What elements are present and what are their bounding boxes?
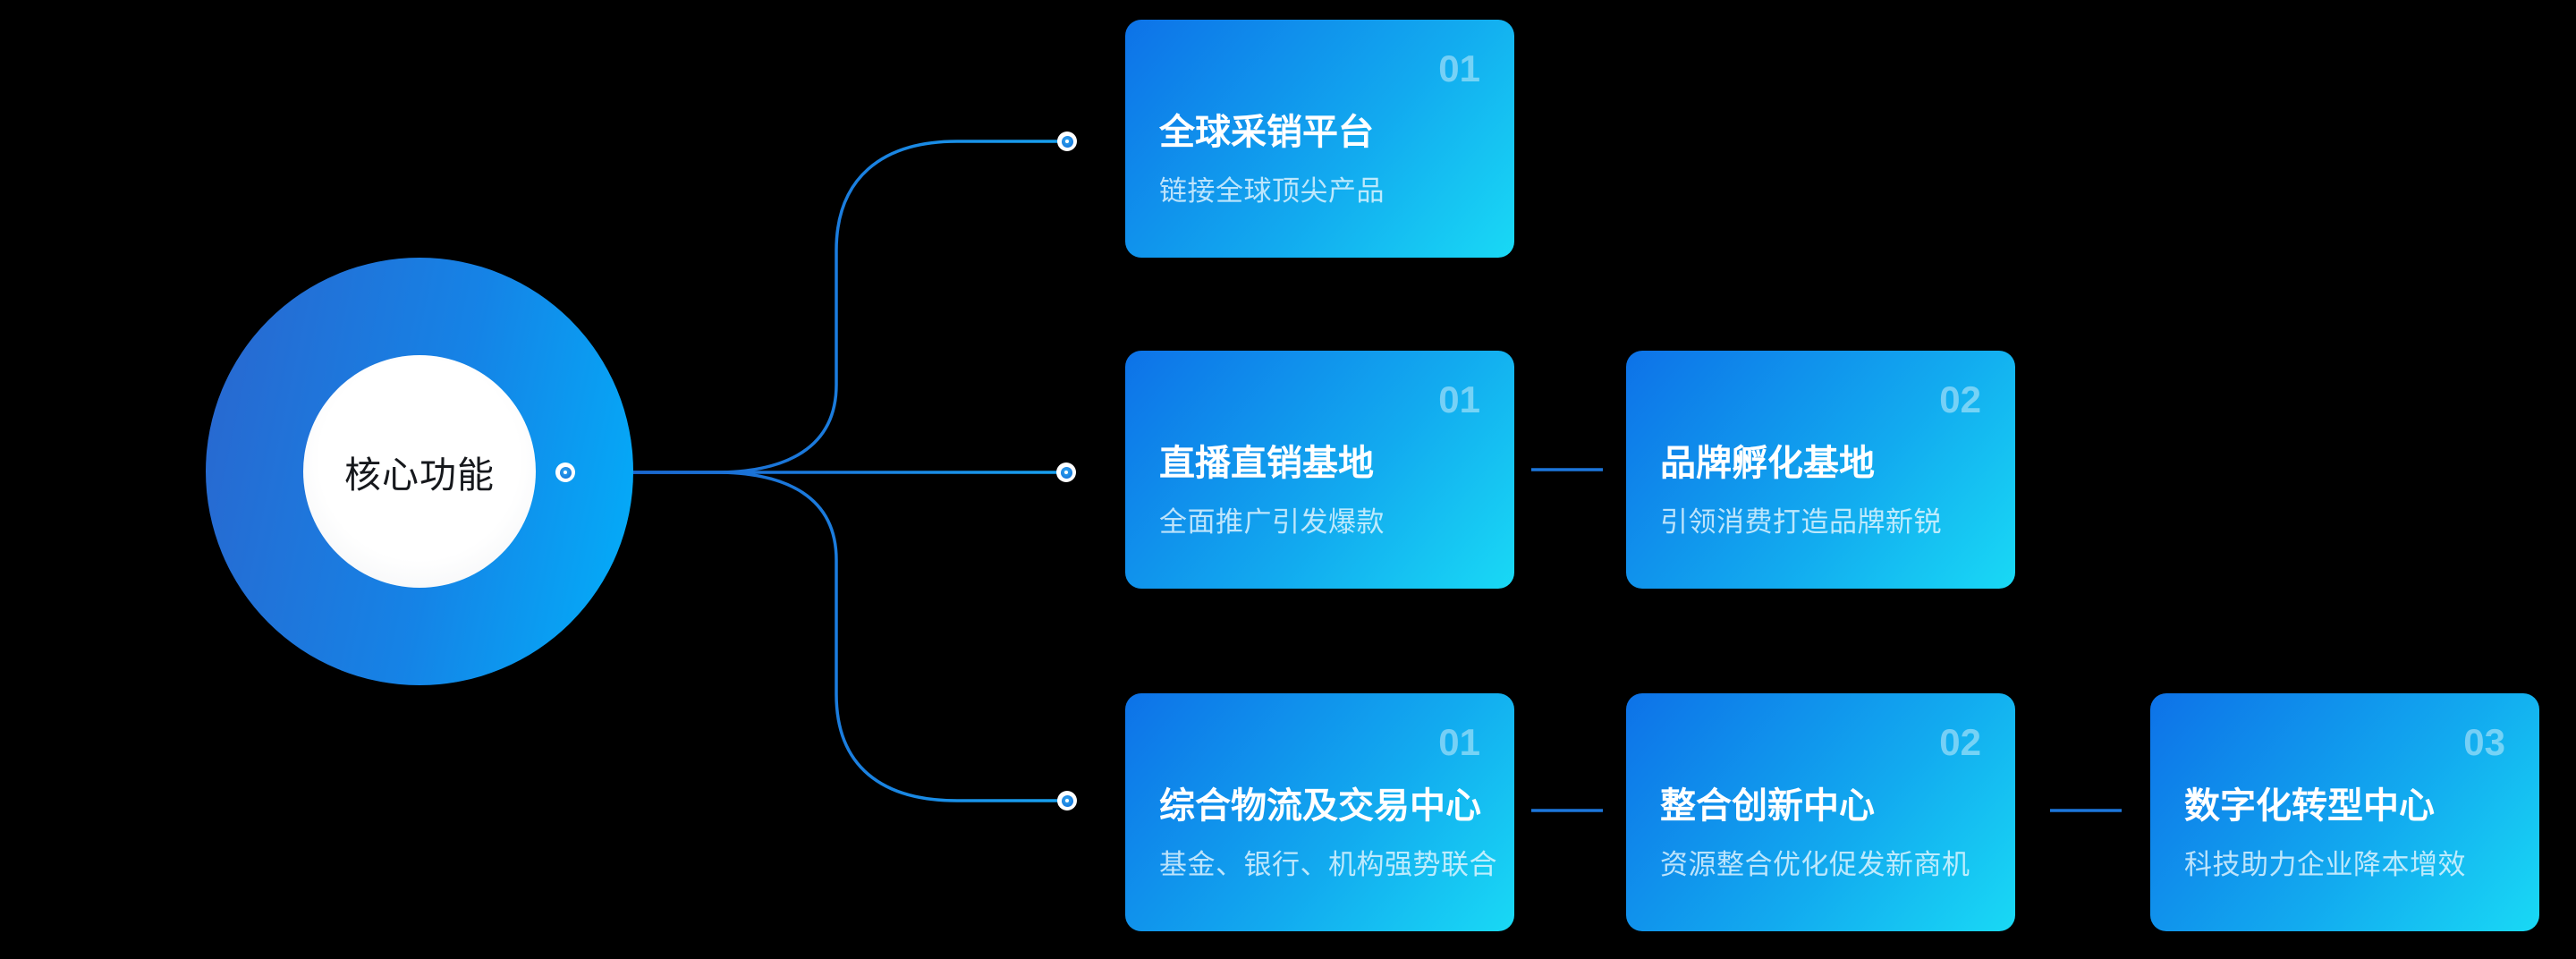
dot-core-icon xyxy=(1061,794,1073,807)
hub-inner-circle: 核心功能 xyxy=(303,355,536,588)
connector-dot-row3 xyxy=(1057,791,1077,810)
card-subtitle: 资源整合优化促发新商机 xyxy=(1660,849,1970,880)
dot-core-icon xyxy=(1060,466,1072,479)
card-title: 数字化转型中心 xyxy=(2184,786,2435,826)
dot-core-icon xyxy=(559,466,572,479)
card-title: 直播直销基地 xyxy=(1159,444,1374,483)
card-subtitle: 全面推广引发爆款 xyxy=(1159,506,1385,538)
card-logistics-trading-center: 01 综合物流及交易中心 基金、银行、机构强势联合 xyxy=(1125,693,1514,931)
card-number: 01 xyxy=(1438,47,1480,89)
card-live-streaming-base: 01 直播直销基地 全面推广引发爆款 xyxy=(1125,351,1514,589)
card-number: 02 xyxy=(1939,721,1981,763)
connector-dot-row2 xyxy=(1056,463,1076,482)
card-subtitle: 科技助力企业降本增效 xyxy=(2184,849,2466,880)
hub-label: 核心功能 xyxy=(344,454,495,496)
card-number: 02 xyxy=(1939,378,1981,420)
connector-branch-top xyxy=(564,140,1059,474)
card-subtitle: 基金、银行、机构强势联合 xyxy=(1159,849,1497,880)
card-title: 品牌孵化基地 xyxy=(1660,444,1875,483)
connector-branch-bottom xyxy=(564,471,1059,802)
card-title: 全球采销平台 xyxy=(1159,113,1374,152)
card-title: 综合物流及交易中心 xyxy=(1159,786,1481,826)
card-integration-innovation-center: 02 整合创新中心 资源整合优化促发新商机 xyxy=(1626,693,2015,931)
card-global-sourcing-platform: 01 全球采销平台 链接全球顶尖产品 xyxy=(1125,20,1514,258)
card-subtitle: 链接全球顶尖产品 xyxy=(1159,175,1385,207)
card-digital-transformation-center: 03 数字化转型中心 科技助力企业降本增效 xyxy=(2150,693,2539,931)
connector-dot-row1 xyxy=(1057,132,1077,151)
card-title: 整合创新中心 xyxy=(1660,786,1875,826)
dot-core-icon xyxy=(1061,135,1073,148)
card-number: 01 xyxy=(1438,378,1480,420)
card-number: 01 xyxy=(1438,721,1480,763)
card-number: 03 xyxy=(2463,721,2505,763)
connector-dot-hub xyxy=(555,463,575,482)
card-subtitle: 引领消费打造品牌新锐 xyxy=(1660,506,1942,538)
card-brand-incubation-base: 02 品牌孵化基地 引领消费打造品牌新锐 xyxy=(1626,351,2015,589)
